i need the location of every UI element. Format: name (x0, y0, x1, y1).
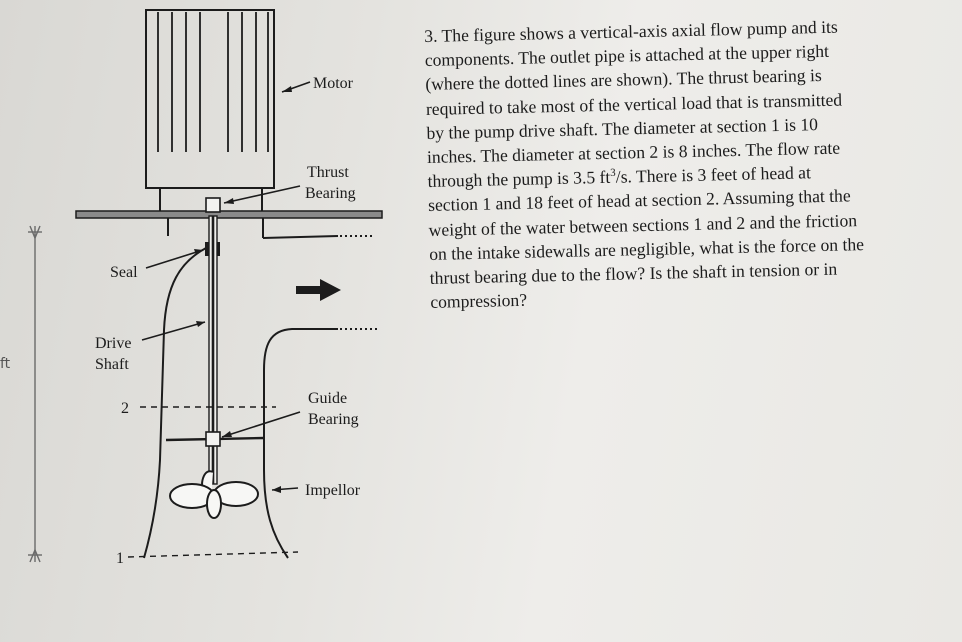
motor-cooling-fins (157, 12, 269, 152)
outlet-top-wall (262, 235, 339, 239)
flow-rate-text-cont: /s. There is 3 feet of head at (615, 162, 812, 187)
casing-left-curve (143, 247, 207, 559)
label-thrust-bearing-2: Bearing (305, 185, 356, 202)
thrust-bearing-block (205, 197, 221, 213)
thrust-bearing-leader (223, 185, 301, 204)
mounting-plate (75, 210, 383, 219)
drive-shaft-leader (141, 321, 206, 341)
outlet-dotted-lines (340, 235, 380, 330)
motor-housing (145, 9, 275, 189)
label-impellor: Impellor (305, 482, 361, 499)
label-guide-bearing-1: Guide (308, 390, 347, 407)
impellor (169, 470, 259, 519)
label-section-2: 2 (121, 400, 129, 417)
label-thrust-bearing-1: Thrust (307, 164, 349, 181)
seal-leader (145, 249, 204, 269)
section-1-line (127, 551, 299, 558)
casing-right-curve (263, 328, 338, 559)
label-drive-shaft-1: Drive (95, 335, 131, 352)
guide-bearing-block (205, 431, 221, 447)
label-drive-shaft-2: Shaft (95, 356, 129, 373)
flow-rate-text: through the pump is 3.5 ft (427, 167, 611, 192)
flow-direction-arrow (296, 279, 341, 301)
label-guide-bearing-2: Bearing (308, 411, 359, 428)
problem-statement: 3. The figure shows a vertical-axis axia… (424, 12, 950, 314)
handwritten-ft: ft (0, 356, 11, 372)
handwritten-annotation (28, 225, 42, 563)
label-seal: Seal (110, 264, 138, 281)
label-motor: Motor (313, 75, 354, 92)
pump-figure: Motor Thrust Bearing Seal Drive Shaft 2 … (0, 9, 383, 567)
guide-bearing-leader (221, 411, 301, 438)
label-section-1: 1 (116, 550, 124, 567)
